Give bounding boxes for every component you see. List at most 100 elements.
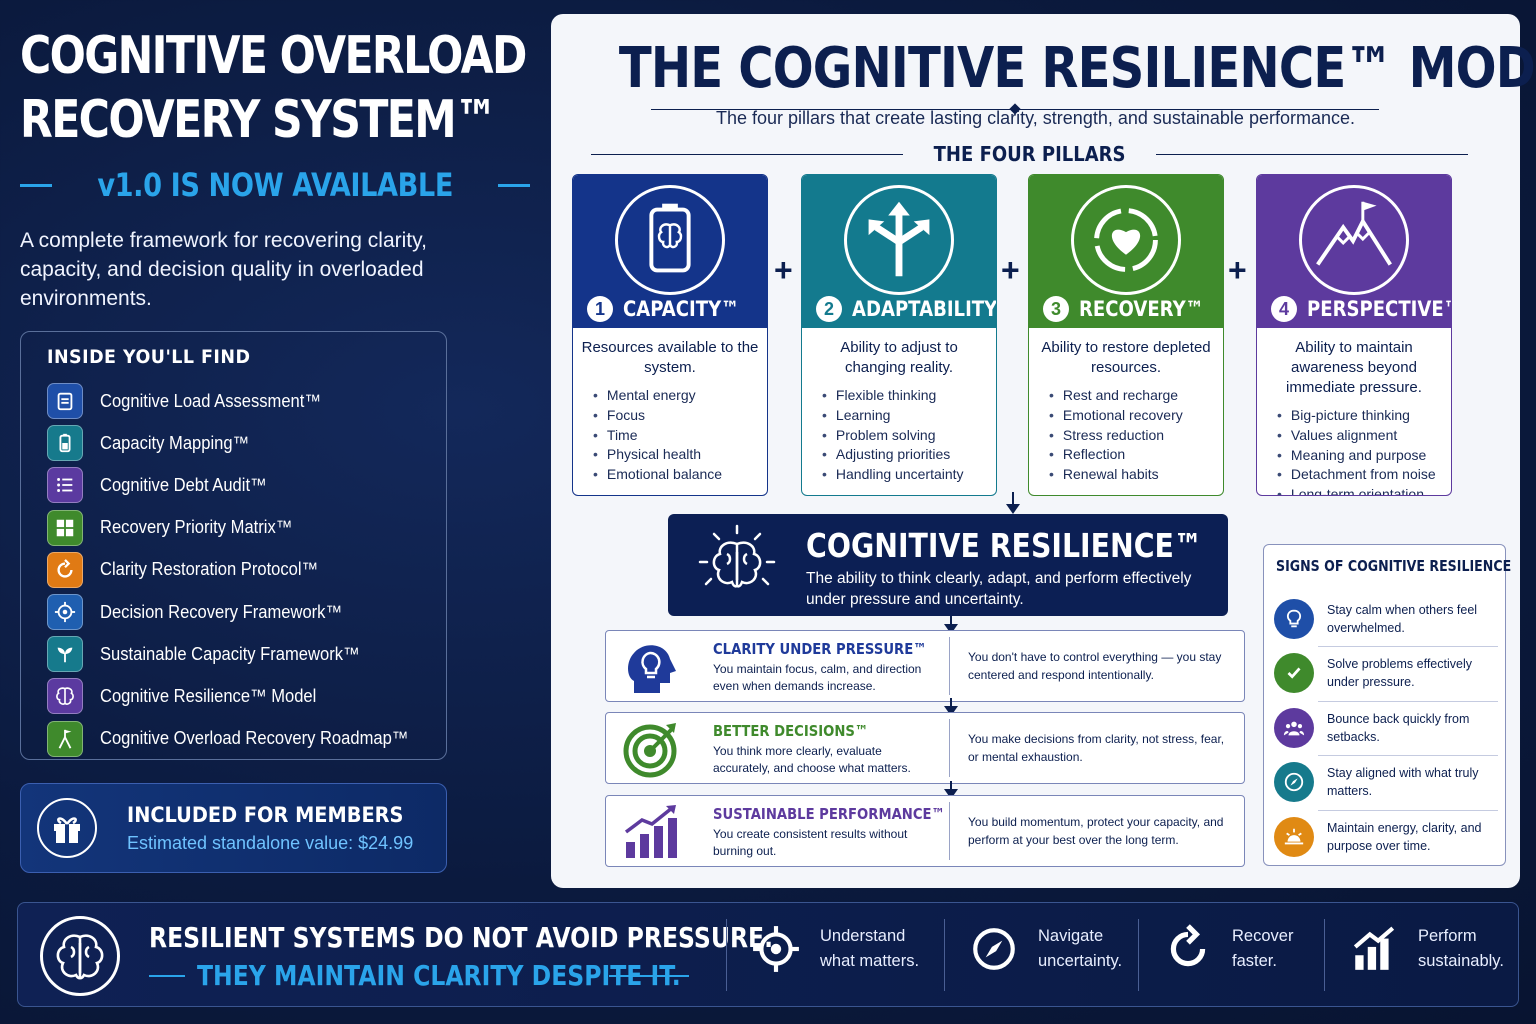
divider [1324,919,1325,991]
quote-line-2: THEY MAINTAIN CLARITY DESPITE IT. [197,959,681,992]
sign-item: Maintain energy, clarity, and purpose ov… [1274,809,1490,864]
pillar-number: 2 [816,296,842,322]
bulb-icon [1274,598,1314,639]
battery-brain-icon [615,185,725,295]
inside-item[interactable]: Cognitive Debt Audit™ [47,464,420,506]
pillar-description: Ability to maintain awareness beyond imm… [1286,339,1422,396]
inside-item-label: Cognitive Resilience™ Model [100,685,317,706]
inside-item[interactable]: Cognitive Overload Recovery Roadmap™ [47,718,420,760]
pillar-card[interactable]: 3 RECOVERY™ Ability to restore depleted re… [1028,174,1224,496]
head-bulb-icon [620,637,680,697]
inside-item-label: Decision Recovery Framework™ [100,601,343,622]
pillar-list-item: Adjusting priorities [822,445,996,465]
divider [949,637,950,695]
footer-item: Recover faster. [1160,921,1293,977]
inside-item[interactable]: Recovery Priority Matrix™ [47,507,420,549]
flag-icon [47,720,83,757]
pillar-list-item: Emotional balance [593,465,767,485]
sign-item: Solve problems effectively under pressur… [1274,646,1498,702]
inside-item[interactable]: Sustainable Capacity Framework™ [47,633,420,675]
cognitive-resilience-box: COGNITIVE RESILIENCE™ The ability to thi… [668,514,1228,616]
pillar-list: Rest and rechargeEmotional recoveryStres… [1029,386,1223,485]
quote-line-1: RESILIENT SYSTEMS DO NOT AVOID PRESSURE. [149,921,774,954]
pillar-list-item: Emotional recovery [1049,406,1223,426]
pillar-list-item: Meaning and purpose [1277,446,1451,466]
pillar-list-item: Renewal habits [1049,465,1223,485]
pillar-name-row: 3 RECOVERY™ [1043,296,1223,322]
pillar-list-item: Reflection [1049,445,1223,465]
refresh-icon [47,551,83,588]
members-box[interactable]: INCLUDED FOR MEMBERS Estimated standalon… [20,783,447,873]
title-line-1: COGNITIVE OVERLOAD [20,26,527,86]
footer-item-line2: uncertainty. [1038,952,1123,970]
footer-item-line1: Navigate [1038,927,1104,945]
inside-item[interactable]: Cognitive Load Assessment™ [47,380,420,422]
members-value: Estimated standalone value: $24.99 [127,832,414,853]
arrow-line [950,616,952,626]
footer-bar: RESILIENT SYSTEMS DO NOT AVOID PRESSURE.… [17,902,1519,1007]
growth-chart-icon [620,802,680,862]
pillar-number: 3 [1043,296,1069,322]
pillar-list-item: Physical health [593,445,767,465]
pillar-list-item: Mental energy [593,386,767,406]
pillar-list: Big-picture thinkingValues alignmentMean… [1257,406,1451,495]
footer-item-line1: Recover [1232,927,1294,945]
outcome-title: BETTER DECISIONS™ [713,722,869,740]
inside-item[interactable]: Decision Recovery Framework™ [47,591,420,633]
brain-icon [40,916,120,996]
inside-item[interactable]: Capacity Mapping™ [47,422,420,464]
availability-banner: v1.0 IS NOW AVAILABLE [20,166,530,204]
list-icon [47,467,83,504]
inside-item-label: Capacity Mapping™ [100,432,250,453]
footer-item-line2: faster. [1232,952,1277,970]
pillar-name: RECOVERY™ [1079,297,1204,321]
resilience-desc: The ability to think clearly, adapt, and… [806,570,1192,608]
mountain-flag-icon [1299,185,1409,295]
pillar-name-row: 2ADAPTABILITY™ [816,296,996,322]
pillar-card[interactable]: 2ADAPTABILITY™Ability to adjust to chang… [801,174,997,496]
divider [1318,755,1498,757]
resilience-title: COGNITIVE RESILIENCE™ [806,526,1203,565]
pillar-header: 2ADAPTABILITY™ [802,175,996,328]
divider [949,719,950,777]
inside-item[interactable]: Cognitive Resilience™ Model [47,675,420,717]
pillar-list-item: Values alignment [1277,426,1451,446]
inside-item[interactable]: Clarity Restoration Protocol™ [47,549,420,591]
brain-icon [698,524,776,588]
pillar-description: Ability to restore depleted resources. [1041,339,1211,376]
sign-item: Bounce back quickly from setbacks. [1274,700,1498,757]
sign-item: Stay calm when others feel overwhelmed. [1274,591,1498,647]
inside-list: Cognitive Load Assessment™ Capacity Mappi… [47,380,420,760]
members-heading: INCLUDED FOR MEMBERS [127,802,404,827]
sunrise-icon [1274,816,1314,857]
pillar-list-item: Time [593,426,767,446]
pillar-list-item: Flexible thinking [822,386,996,406]
pillar-list-item: Focus [593,406,767,426]
divider [949,802,950,860]
clipboard-icon [47,383,83,420]
quote-line-2-row: THEY MAINTAIN CLARITY DESPITE IT. [149,959,689,992]
outcome-result: You don't have to control everything — y… [968,650,1222,682]
inside-box: INSIDE YOU'LL FIND Cognitive Load Assess… [20,331,447,760]
inside-item-label: Cognitive Debt Audit™ [100,474,267,495]
sign-item: Stay aligned with what truly matters. [1274,755,1498,811]
footer-item-text: Recover faster. [1232,924,1293,974]
inside-item-label: Sustainable Capacity Framework™ [100,643,360,664]
pillar-header: 3 RECOVERY™ [1029,175,1223,328]
footer-item-line1: Perform [1418,927,1477,945]
pillar-description: Resources available to the system. [581,339,759,376]
sprout-icon [47,636,83,673]
pillar-list-item: Problem solving [822,426,996,446]
inside-item-label: Cognitive Load Assessment™ [100,390,321,411]
arrow-line [1012,492,1014,506]
